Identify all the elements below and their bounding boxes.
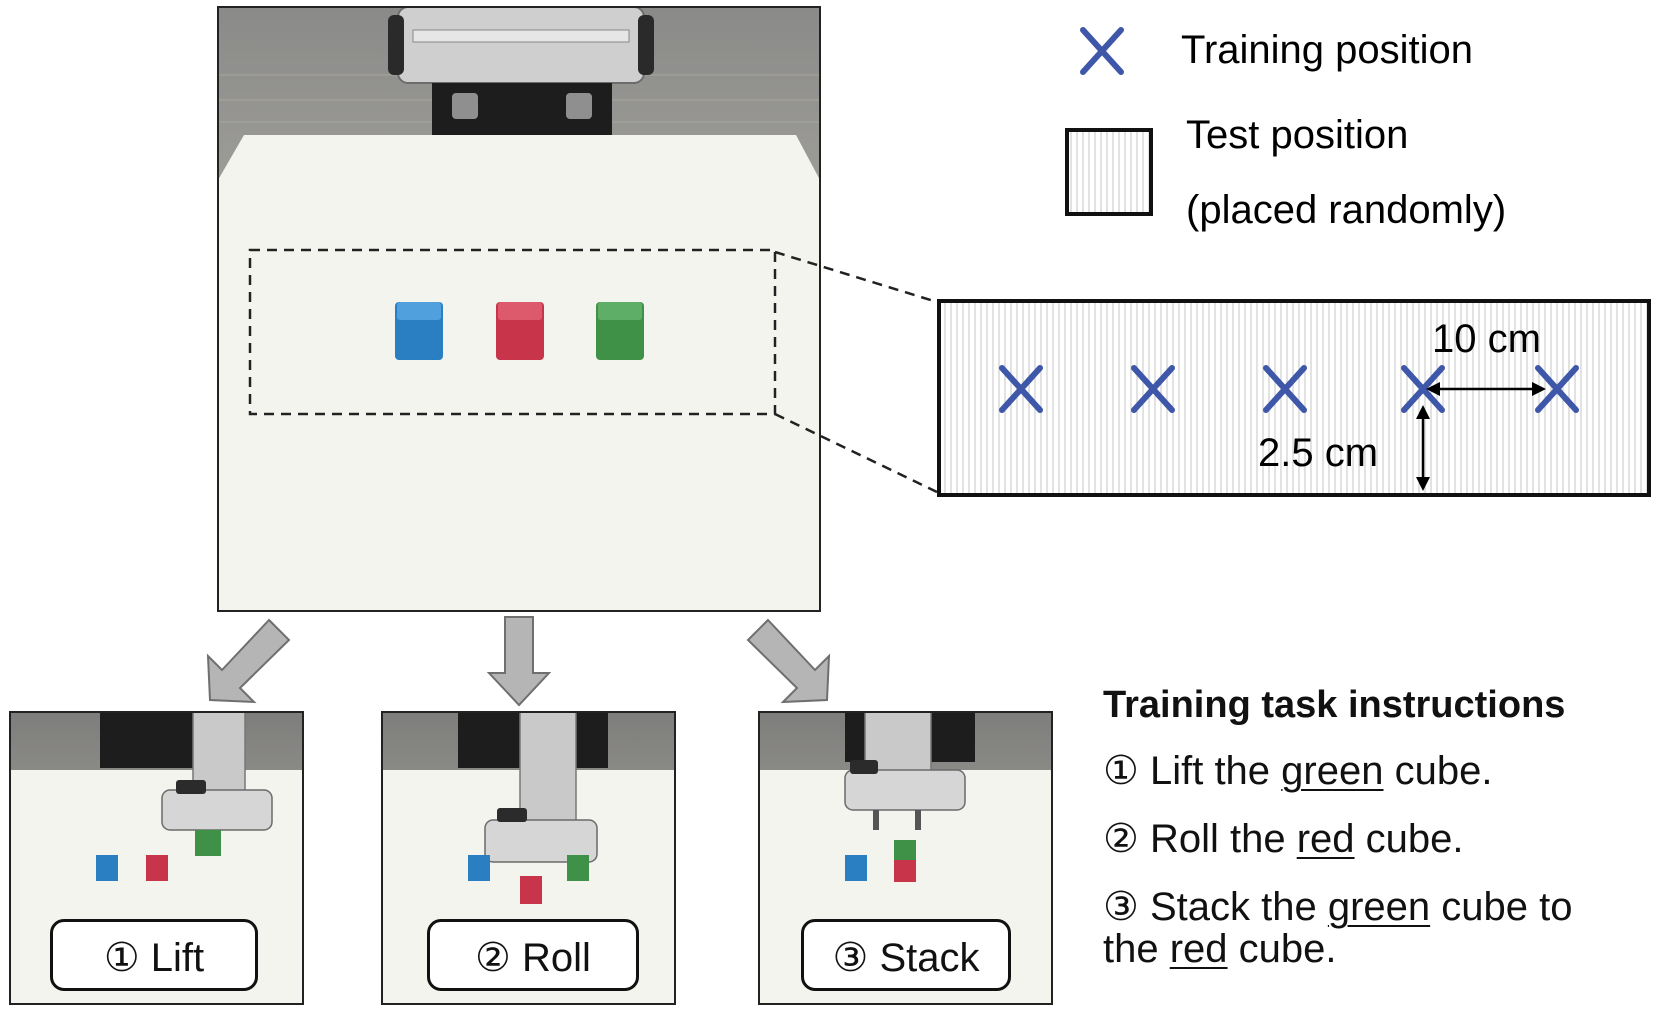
training-position-marks (999, 365, 1579, 413)
arrow-to-stack (746, 618, 831, 704)
instructions-panel: Training task instructions ① Lift the gr… (1103, 684, 1655, 969)
main-scene (217, 6, 821, 612)
instruction-item-3: ③ Stack the green cube to (1103, 887, 1655, 927)
flow-arrows (206, 616, 831, 707)
table-surface (218, 135, 820, 611)
instruction-1-suffix: cube. (1383, 749, 1493, 793)
instruction-3-prefix: ③ Stack the (1103, 885, 1328, 929)
training-x-2 (1131, 365, 1175, 413)
task-label-stack: ③ Stack (832, 936, 980, 980)
instruction-3-suffix: cube to (1430, 885, 1573, 929)
task-label-roll: ② Roll (475, 936, 591, 980)
training-x-4 (1401, 365, 1445, 413)
instruction-item-2: ② Roll the red cube. (1103, 819, 1655, 859)
instruction-3-line2-prefix: the (1103, 927, 1170, 971)
instruction-1-prefix: ① Lift the (1103, 749, 1282, 793)
test-legend-label: Test position (1186, 113, 1408, 157)
training-legend-label: Training position (1181, 28, 1473, 72)
training-x-3 (1263, 365, 1307, 413)
instruction-3-color: green (1327, 885, 1431, 929)
legend: Training position Test position (placed … (1065, 27, 1506, 232)
task-label-lift: ① Lift (103, 936, 205, 980)
spacing-arrow (1426, 382, 1546, 396)
instruction-2-color: red (1296, 817, 1355, 861)
task-label-box-roll: ② Roll (427, 919, 639, 991)
cube-green (596, 302, 644, 360)
arrow-to-lift (206, 618, 291, 704)
task-label-box-stack: ③ Stack (801, 919, 1011, 991)
test-legend-icon (1065, 128, 1153, 216)
robot-base (388, 6, 654, 135)
arrow-to-roll (486, 616, 552, 707)
cube-blue (395, 302, 443, 360)
instruction-3-line2-suffix: cube. (1227, 927, 1337, 971)
spacing-label: 10 cm (1432, 317, 1541, 361)
instruction-3-line2-color: red (1169, 927, 1228, 971)
instruction-1-color: green (1281, 749, 1384, 793)
task-label-box-lift: ① Lift (50, 919, 258, 991)
offset-arrow (1416, 405, 1430, 491)
instruction-item-3-line2: the red cube. (1103, 929, 1655, 969)
zoom-panel: 10 cm 2.5 cm (937, 299, 1651, 497)
training-legend-icon (1080, 27, 1124, 75)
instruction-2-suffix: cube. (1354, 817, 1464, 861)
training-x-5 (1535, 365, 1579, 413)
test-legend-sublabel: (placed randomly) (1186, 188, 1506, 232)
instruction-2-prefix: ② Roll the (1103, 817, 1297, 861)
cube-red (496, 302, 544, 360)
zoom-connector-bottom (774, 412, 938, 494)
training-x-1 (999, 365, 1043, 413)
zoom-connector-top (774, 250, 938, 304)
instruction-item-1: ① Lift the green cube. (1103, 751, 1655, 791)
zoom-region (248, 248, 777, 416)
instructions-title: Training task instructions (1103, 684, 1566, 726)
offset-label: 2.5 cm (1258, 431, 1378, 475)
